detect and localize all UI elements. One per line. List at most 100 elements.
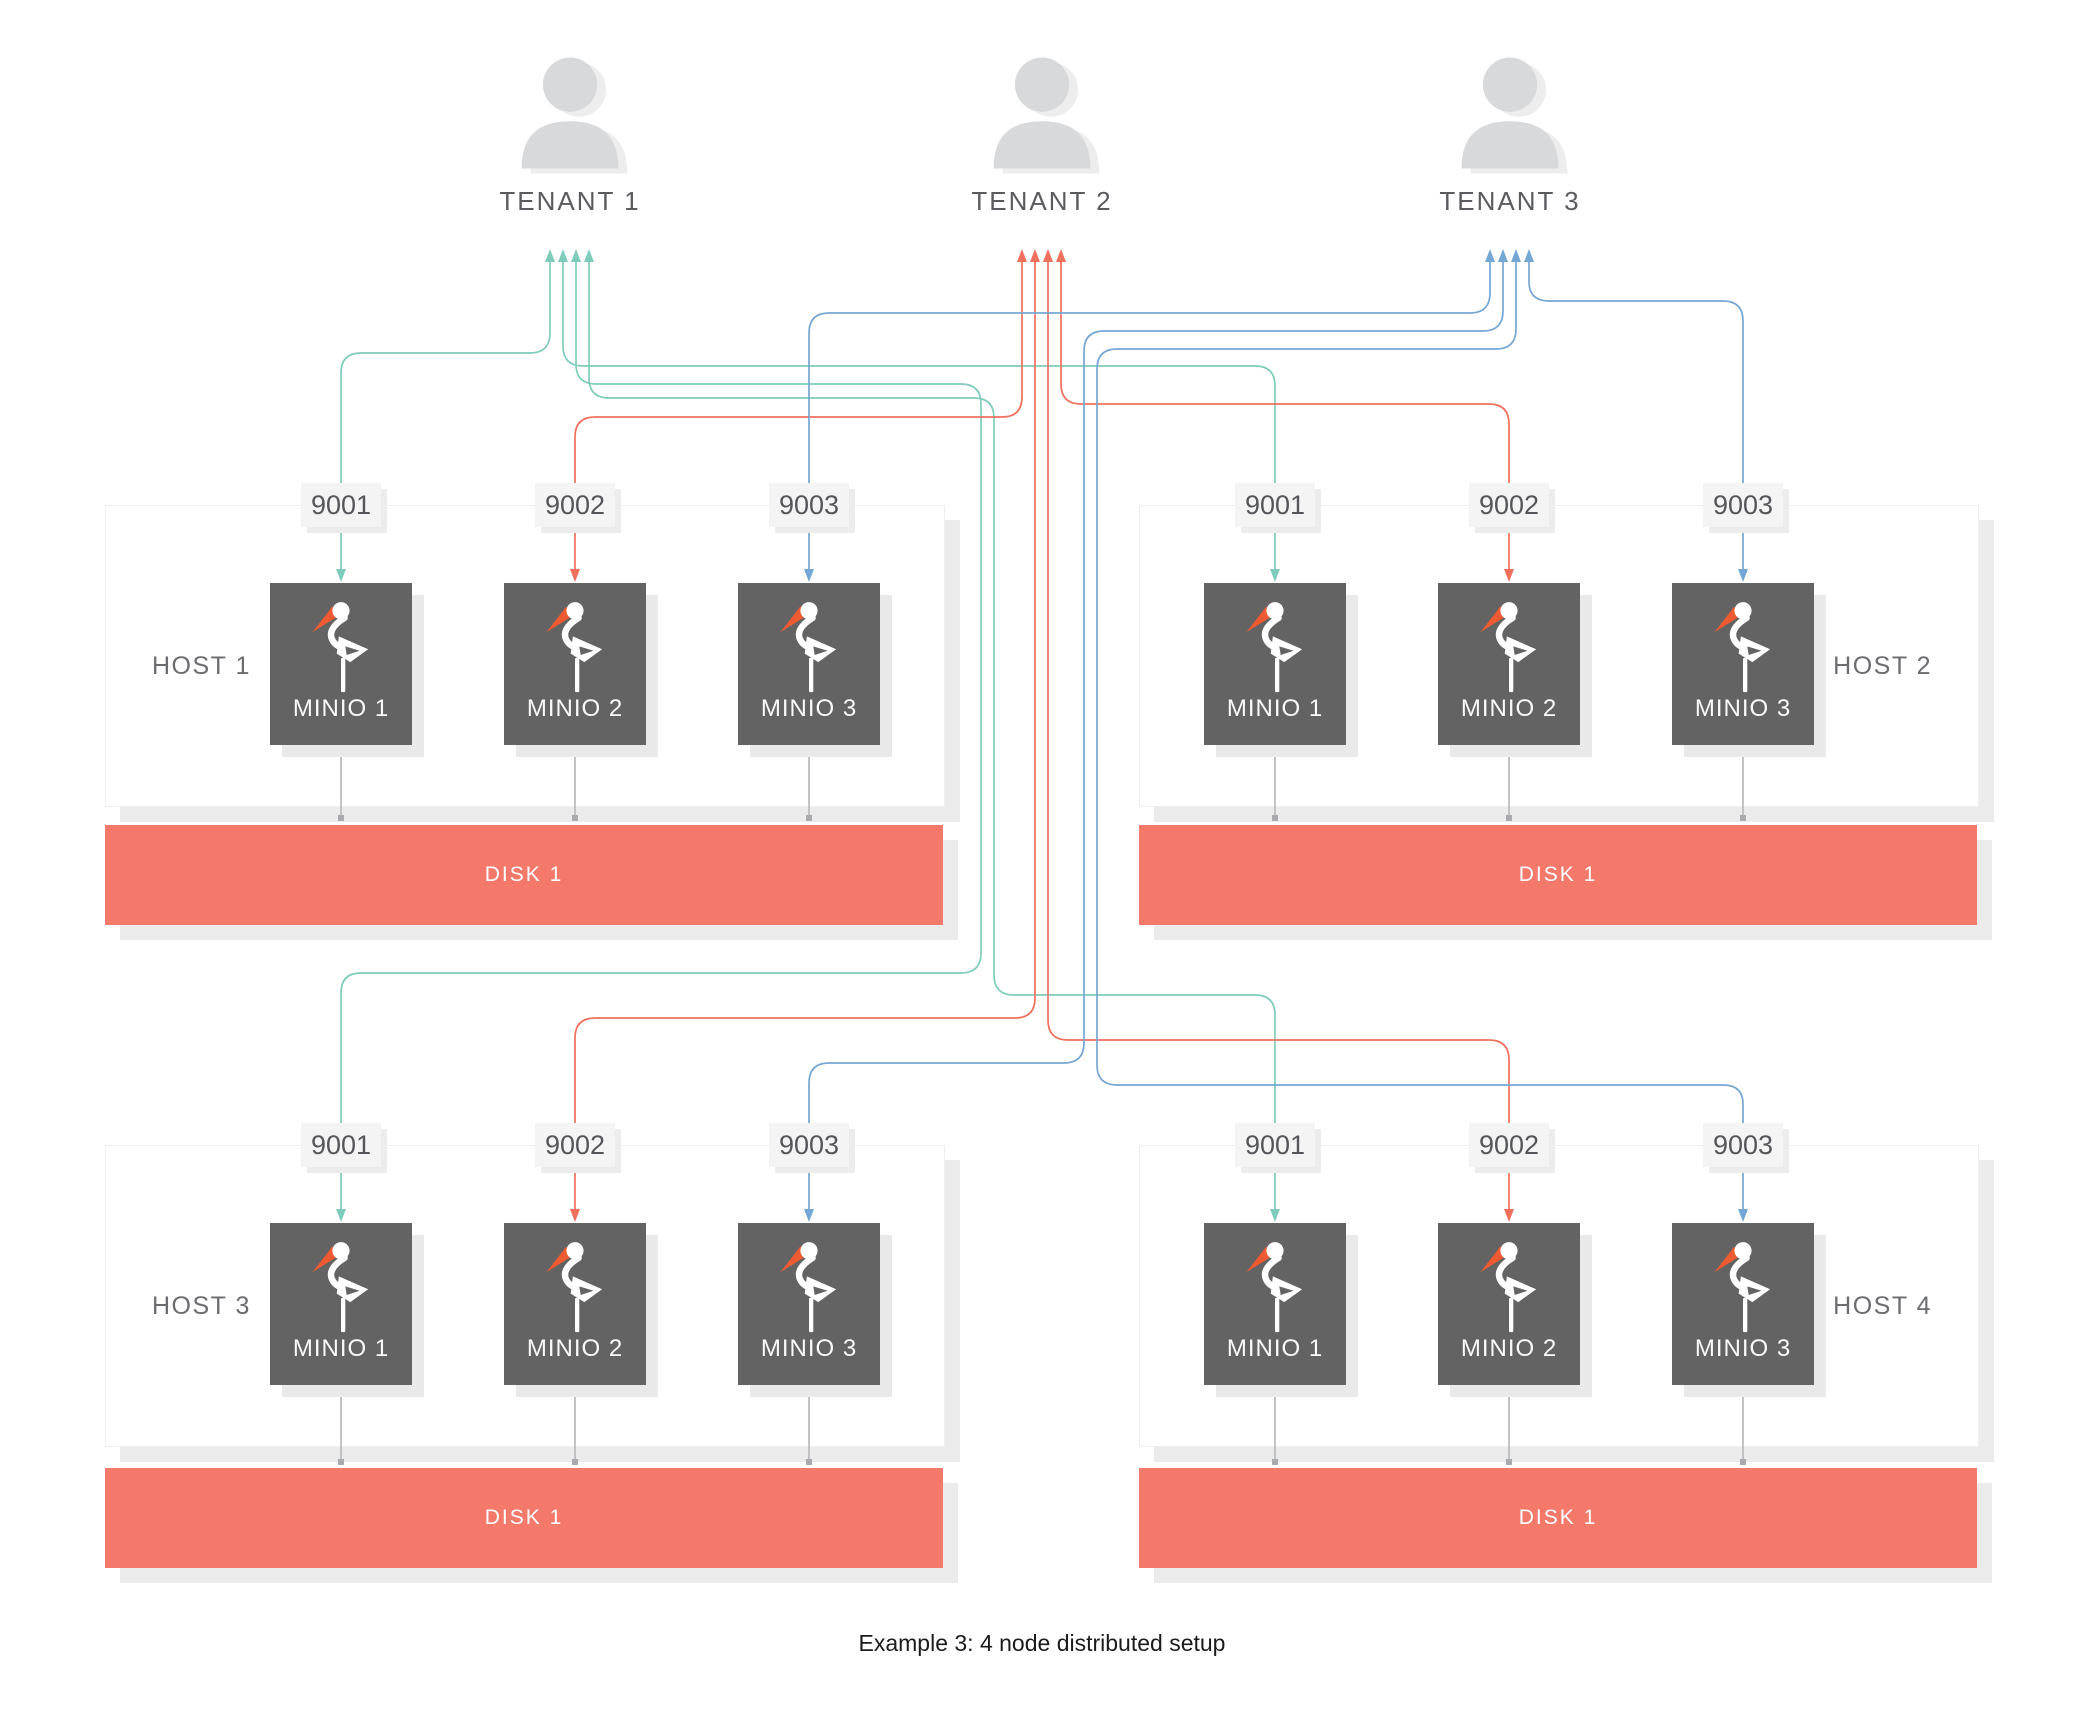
arrowhead-up-icon xyxy=(1498,249,1508,262)
wire-endpoint-square xyxy=(1272,815,1278,821)
host2-minio1-node: 9001 MINIO 1 xyxy=(1204,483,1346,745)
host-1-disk: DISK 1 xyxy=(105,825,943,925)
wire-endpoint-square xyxy=(806,815,812,821)
minio-label: MINIO 2 xyxy=(526,1335,624,1362)
minio-box: MINIO 2 xyxy=(504,583,646,745)
person-icon xyxy=(1450,54,1570,172)
tenant-3: TENANT 3 xyxy=(1390,54,1630,217)
wire-endpoint-square xyxy=(806,1459,812,1465)
person-icon xyxy=(510,54,630,172)
minio-label: MINIO 3 xyxy=(1694,1335,1792,1362)
tenant1-to-host1-9001 xyxy=(340,262,551,483)
minio-label: MINIO 1 xyxy=(292,695,390,722)
host-label: HOST 1 xyxy=(152,652,251,680)
tenant-2: TENANT 2 xyxy=(922,54,1162,217)
minio-bird-icon xyxy=(1468,595,1550,695)
tenant1-to-host2-9001 xyxy=(562,262,1276,483)
tenant-1: TENANT 1 xyxy=(450,54,690,217)
minio-box: MINIO 3 xyxy=(738,1223,880,1385)
minio-bird-icon xyxy=(534,595,616,695)
host3-minio1-node: 9001 MINIO 1 xyxy=(270,1123,412,1385)
arrowhead-up-icon xyxy=(571,249,581,262)
minio-box: MINIO 1 xyxy=(270,583,412,745)
port-badge: 9003 xyxy=(1703,1123,1783,1167)
minio-label: MINIO 2 xyxy=(1460,695,1558,722)
wire-endpoint-square xyxy=(1740,815,1746,821)
minio-label: MINIO 1 xyxy=(1226,695,1324,722)
port-badge: 9002 xyxy=(1469,1123,1549,1167)
host4-minio2-node: 9002 MINIO 2 xyxy=(1438,1123,1580,1385)
host1-minio2-node: 9002 MINIO 2 xyxy=(504,483,646,745)
minio-box: MINIO 2 xyxy=(1438,583,1580,745)
port-badge: 9002 xyxy=(535,1123,615,1167)
minio-box: MINIO 1 xyxy=(1204,1223,1346,1385)
host2-minio2-node: 9002 MINIO 2 xyxy=(1438,483,1580,745)
minio-box: MINIO 3 xyxy=(1672,1223,1814,1385)
minio-bird-icon xyxy=(768,595,850,695)
port-badge: 9001 xyxy=(301,483,381,527)
minio-label: MINIO 1 xyxy=(1226,1335,1324,1362)
arrowhead-up-icon xyxy=(1056,249,1066,262)
host-3-disk: DISK 1 xyxy=(105,1468,943,1568)
tenant2-to-host1-9002 xyxy=(574,262,1023,483)
host-4-disk: DISK 1 xyxy=(1139,1468,1977,1568)
host-label: HOST 3 xyxy=(152,1292,251,1320)
host4-minio1-node: 9001 MINIO 1 xyxy=(1204,1123,1346,1385)
minio-bird-icon xyxy=(534,1235,616,1335)
host4-minio3-node: 9003 MINIO 3 xyxy=(1672,1123,1814,1385)
host3-minio3-node: 9003 MINIO 3 xyxy=(738,1123,880,1385)
wire-endpoint-square xyxy=(1506,815,1512,821)
wire-endpoint-square xyxy=(1272,1459,1278,1465)
wire-endpoint-square xyxy=(1740,1459,1746,1465)
tenant-label: TENANT 2 xyxy=(971,186,1113,216)
minio-label: MINIO 1 xyxy=(292,1335,390,1362)
port-badge: 9003 xyxy=(769,1123,849,1167)
host3-minio2-node: 9002 MINIO 2 xyxy=(504,1123,646,1385)
host2-minio3-node: 9003 MINIO 3 xyxy=(1672,483,1814,745)
arrowhead-up-icon xyxy=(1511,249,1521,262)
minio-box: MINIO 1 xyxy=(1204,583,1346,745)
minio-label: MINIO 2 xyxy=(526,695,624,722)
person-icon xyxy=(510,54,630,172)
port-badge: 9001 xyxy=(1235,483,1315,527)
person-icon xyxy=(982,54,1102,172)
host1-minio3-node: 9003 MINIO 3 xyxy=(738,483,880,745)
arrowhead-up-icon xyxy=(1030,249,1040,262)
tenant2-to-host2-9002 xyxy=(1060,262,1510,483)
wire-endpoint-square xyxy=(1506,1459,1512,1465)
host-label: HOST 2 xyxy=(1833,652,1932,680)
tenant-label: TENANT 1 xyxy=(499,186,641,216)
host-label: HOST 4 xyxy=(1833,1292,1932,1320)
wire-endpoint-square xyxy=(338,1459,344,1465)
minio-bird-icon xyxy=(1234,1235,1316,1335)
minio-box: MINIO 1 xyxy=(270,1223,412,1385)
arrowhead-up-icon xyxy=(1017,249,1027,262)
port-badge: 9001 xyxy=(1235,1123,1315,1167)
arrowhead-up-icon xyxy=(545,249,555,262)
wire-endpoint-square xyxy=(572,815,578,821)
minio-bird-icon xyxy=(768,1235,850,1335)
person-icon xyxy=(1450,54,1570,172)
minio-bird-icon xyxy=(300,595,382,695)
minio-bird-icon xyxy=(1702,595,1784,695)
arrowhead-up-icon xyxy=(1485,249,1495,262)
tenant3-to-host1-9003 xyxy=(808,262,1491,483)
minio-bird-icon xyxy=(1702,1235,1784,1335)
minio-bird-icon xyxy=(300,1235,382,1335)
arrowhead-up-icon xyxy=(1524,249,1534,262)
host-2-disk: DISK 1 xyxy=(1139,825,1977,925)
minio-label: MINIO 3 xyxy=(1694,695,1792,722)
minio-box: MINIO 3 xyxy=(1672,583,1814,745)
minio-label: MINIO 3 xyxy=(760,1335,858,1362)
minio-box: MINIO 3 xyxy=(738,583,880,745)
port-badge: 9002 xyxy=(535,483,615,527)
minio-box: MINIO 2 xyxy=(1438,1223,1580,1385)
minio-label: MINIO 3 xyxy=(760,695,858,722)
minio-label: MINIO 2 xyxy=(1460,1335,1558,1362)
minio-bird-icon xyxy=(1468,1235,1550,1335)
port-badge: 9001 xyxy=(301,1123,381,1167)
tenant3-to-host2-9003 xyxy=(1528,262,1744,483)
wire-endpoint-square xyxy=(338,815,344,821)
port-badge: 9003 xyxy=(1703,483,1783,527)
